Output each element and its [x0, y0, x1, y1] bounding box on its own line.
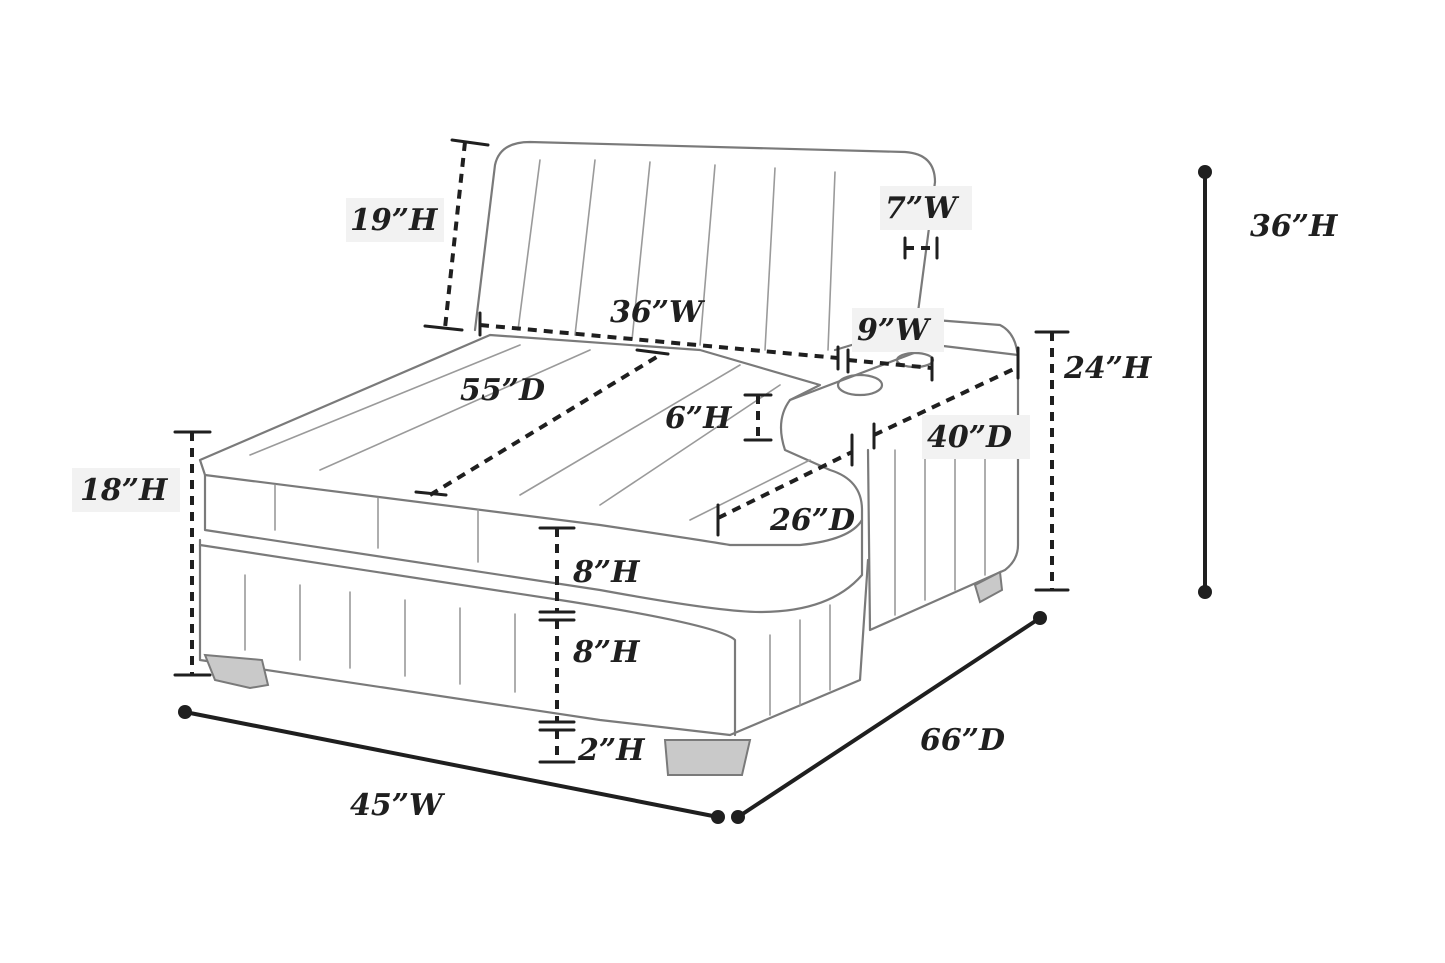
dim-overall-depth-end	[1033, 611, 1047, 625]
seat-seam	[249, 344, 521, 456]
dim-back-height-tick	[450, 138, 490, 147]
label-overall-height: 36”H	[1250, 209, 1339, 244]
dim-overall-width-line	[183, 710, 720, 819]
label-gap-width: 7”W	[885, 191, 960, 226]
label-arm-height: 24”H	[1063, 351, 1153, 386]
arm-front	[788, 343, 1020, 402]
dim-arm-width-line	[847, 358, 933, 370]
dim-overall-width-end	[711, 810, 725, 824]
dim-seat-depth-tick	[635, 348, 670, 356]
dimension-labels: 19”H 7”W 36”H 36”W 9”W 24”H 55”D 6”H 40”…	[72, 186, 1339, 823]
dim-back-height-line	[443, 141, 467, 329]
backrest-seam	[574, 159, 596, 336]
dim-back-height-tick	[423, 324, 464, 332]
seat-seam	[599, 384, 781, 506]
label-cushion-height: 8”H	[572, 555, 641, 590]
label-seat-height: 18”H	[80, 473, 169, 508]
sofa-base	[198, 538, 870, 737]
label-arm-depth: 40”D	[927, 420, 1012, 455]
dim-seat-width-line	[479, 323, 839, 360]
label-seat-depth: 55”D	[460, 373, 545, 408]
label-arm-width: 9”W	[857, 313, 932, 348]
dim-overall-height-end	[1198, 165, 1212, 179]
dim-seat-depth-tick	[414, 490, 448, 497]
cup-holder	[836, 373, 884, 397]
backrest-seam	[517, 159, 541, 331]
label-arm-pad-height: 6”H	[665, 401, 733, 436]
seat-seam	[519, 364, 741, 496]
leg-front	[663, 739, 752, 776]
label-leg-height: 2”H	[577, 733, 646, 768]
backrest	[473, 140, 937, 337]
label-overall-width: 45”W	[350, 788, 446, 823]
dim-overall-depth-line	[736, 616, 1042, 819]
label-base-height: 8”H	[572, 635, 641, 670]
dim-overall-depth-end	[731, 810, 745, 824]
label-back-height: 19”H	[350, 203, 439, 238]
seat-seam	[689, 459, 811, 521]
dim-arm-front-depth-line	[717, 450, 853, 520]
label-arm-front-depth: 26”D	[769, 503, 855, 538]
sofa-base-front-edge	[198, 543, 737, 737]
leg-left	[203, 653, 270, 690]
dim-overall-width-end	[178, 705, 192, 719]
dim-arm-depth-line	[873, 366, 1017, 437]
dimension-lines	[173, 138, 1212, 824]
dim-seat-depth-line	[428, 353, 662, 497]
label-seat-width: 36”W	[610, 295, 706, 330]
backrest-seam	[631, 161, 651, 341]
label-overall-depth: 66”D	[920, 723, 1005, 758]
seat-cushion-front	[203, 473, 864, 614]
dim-overall-height-end	[1198, 585, 1212, 599]
backrest-seam	[699, 164, 716, 346]
backrest-seam	[827, 171, 836, 351]
seat-seam	[319, 349, 591, 471]
backrest-seam	[764, 167, 776, 351]
sofa-drawing	[198, 140, 1020, 776]
leg-right	[973, 570, 1004, 604]
